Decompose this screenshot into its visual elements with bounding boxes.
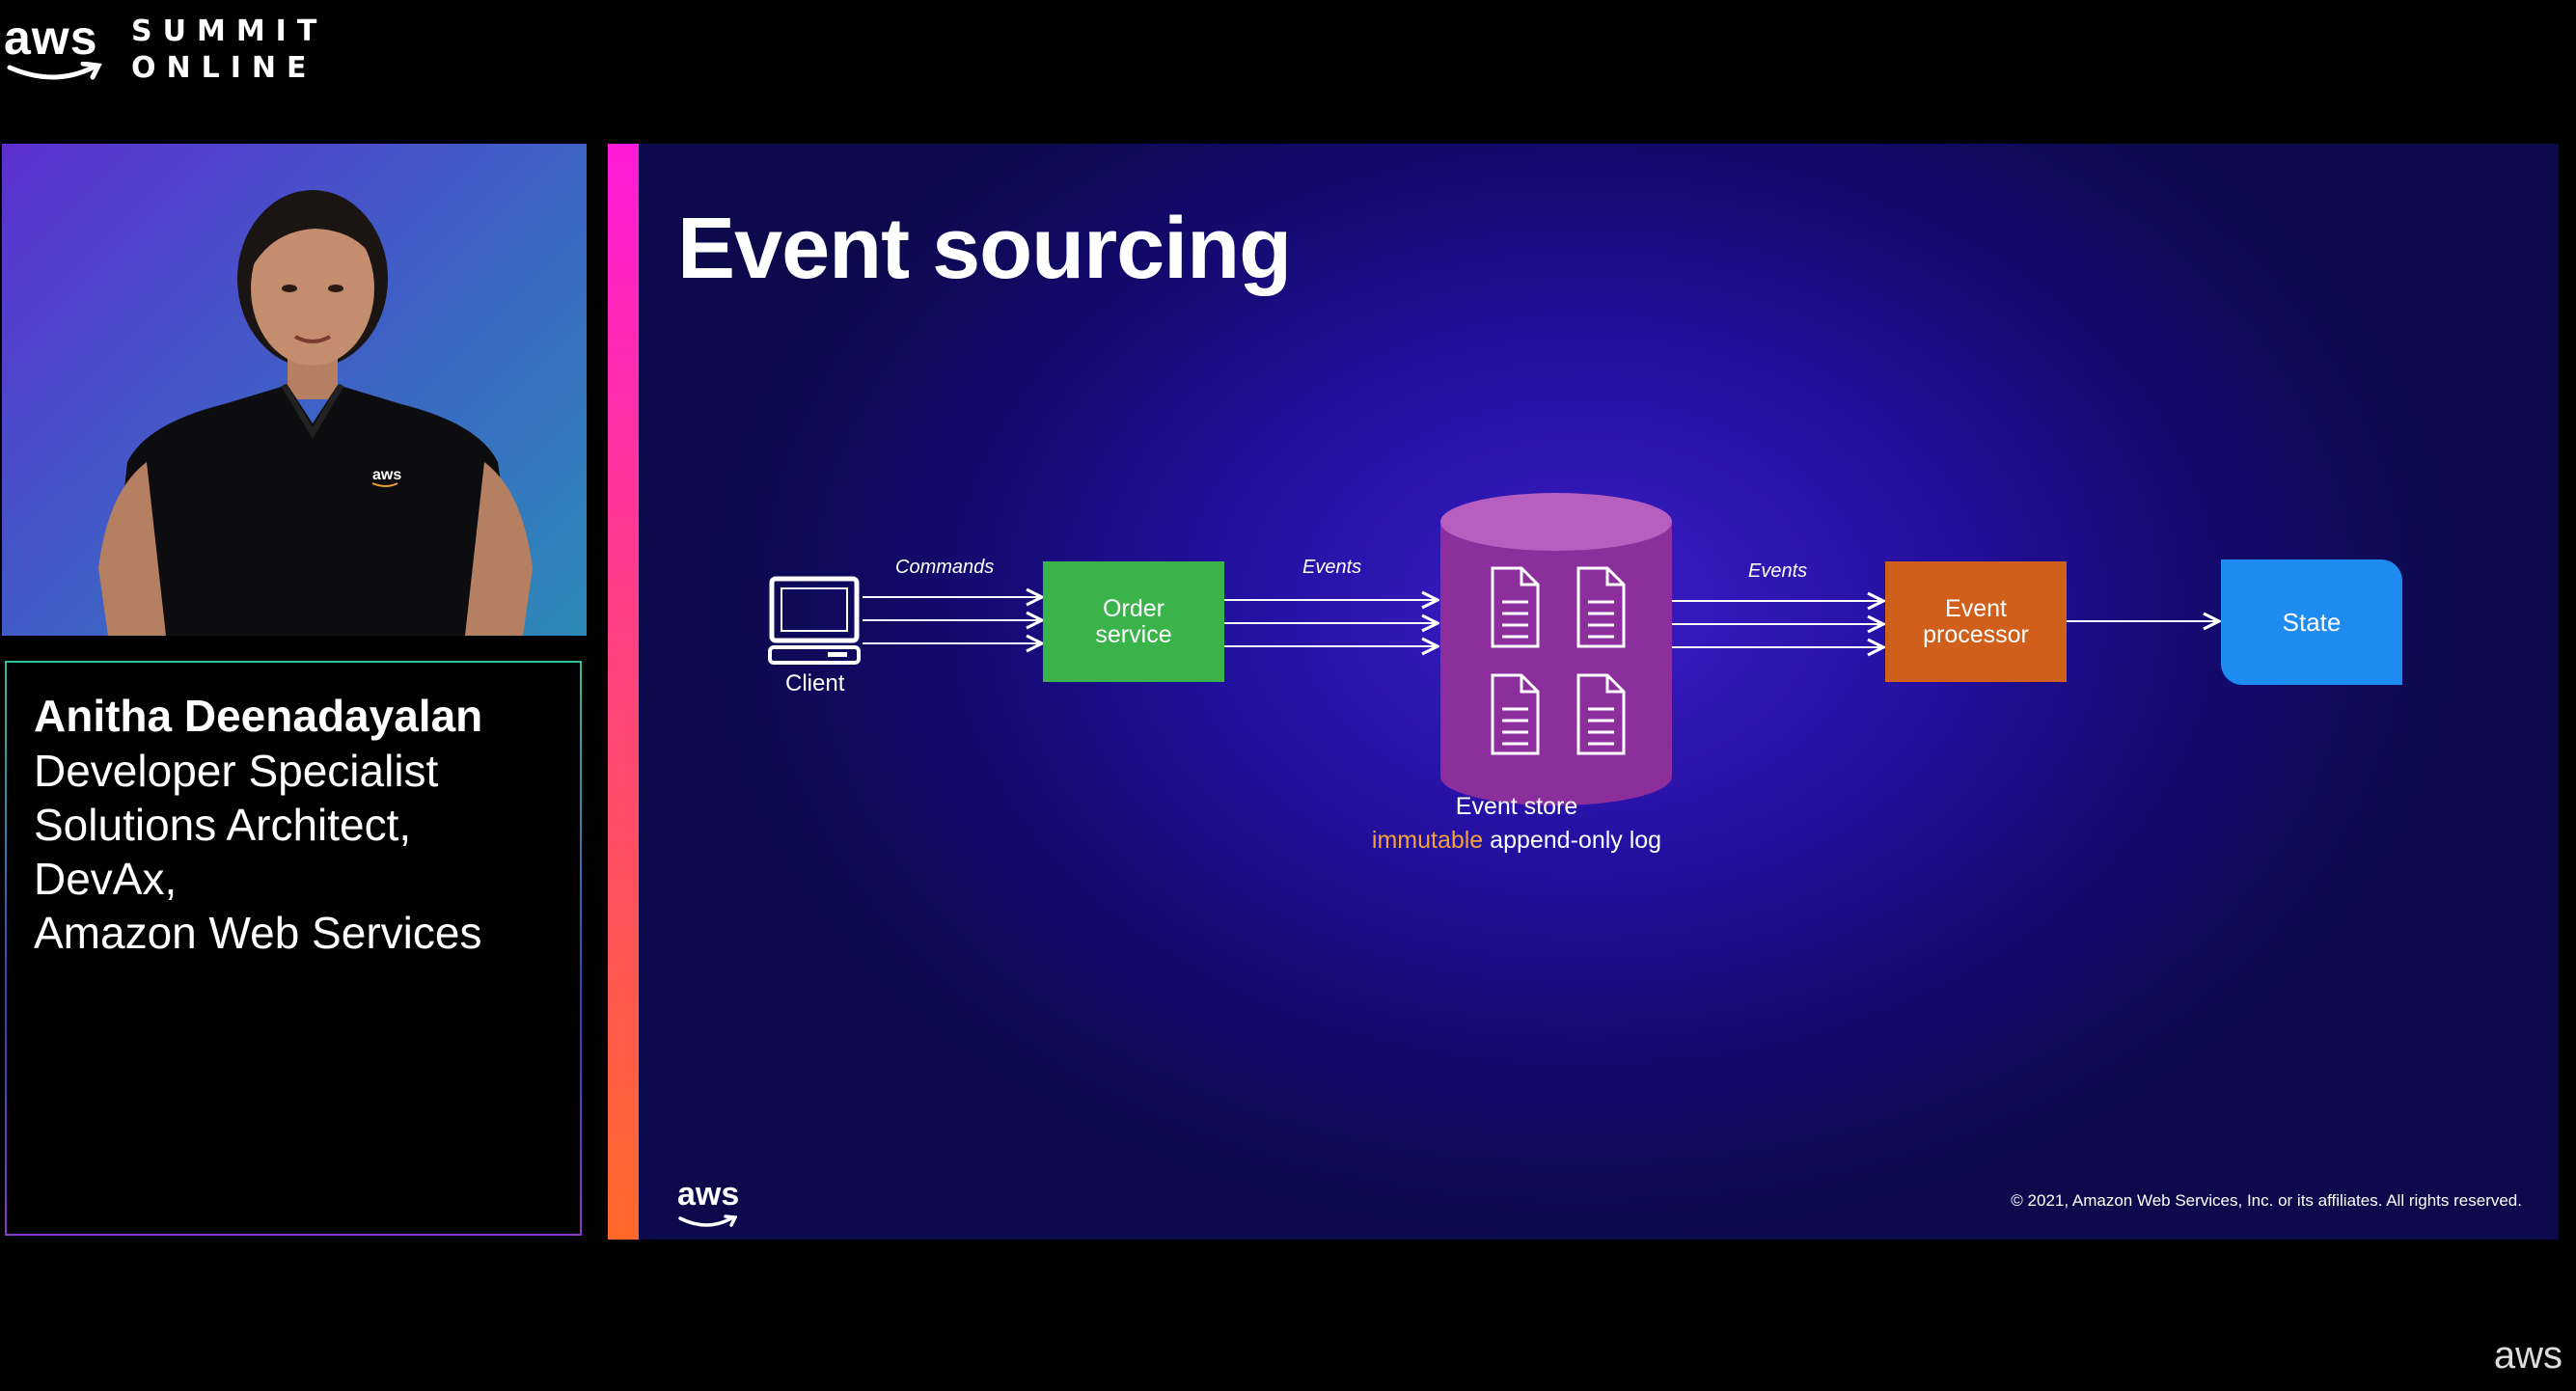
aws-smile-icon	[7, 62, 102, 80]
document-icon	[1491, 673, 1540, 755]
corner-aws-logo: aws	[2494, 1334, 2562, 1377]
order-service-label: service	[1095, 620, 1172, 648]
speaker-video: aws	[2, 144, 587, 636]
immutable-highlight: immutable	[1371, 827, 1484, 854]
speaker-role-line: Developer Specialist	[34, 746, 439, 796]
speaker-role-line: Amazon Web Services	[34, 908, 482, 958]
event-store-cylinder-icon	[1440, 493, 1672, 805]
speaker-role-line: DevAx,	[34, 854, 178, 904]
event-sourcing-diagram	[768, 493, 2559, 805]
summit-online-text: SUMMIT ONLINE	[131, 14, 327, 87]
events-label: Events	[1748, 560, 1808, 582]
slide-title: Event sourcing	[677, 201, 1292, 297]
events-arrows-to-processor	[1672, 601, 1883, 647]
event-store-caption: Event store immutable append-only log	[1314, 790, 1719, 858]
online-text: ONLINE	[131, 51, 317, 85]
document-icon	[1576, 673, 1626, 755]
order-service-box: Order service	[1043, 561, 1224, 682]
summit-text: SUMMIT	[131, 14, 328, 48]
state-box: State	[2221, 559, 2402, 685]
event-processor-label: processor	[1923, 620, 2029, 648]
slide-aws-smile-icon	[678, 1214, 737, 1227]
commands-arrows	[863, 597, 1042, 643]
events-arrows-to-store	[1224, 600, 1438, 646]
event-store-title: Event store	[1455, 793, 1578, 820]
presentation-slide: Event sourcing	[639, 144, 2559, 1240]
append-only-text: append-only log	[1483, 827, 1662, 854]
speaker-role-line: Solutions Architect,	[34, 800, 412, 850]
shirt-logo-text: aws	[372, 467, 401, 483]
event-processor-label: Event	[1945, 594, 2007, 622]
copyright-text: © 2021, Amazon Web Services, Inc. or its…	[2011, 1191, 2522, 1210]
aws-summit-online-logo: aws SUMMIT ONLINE	[0, 10, 316, 85]
speaker-name: Anitha Deenadayalan	[34, 691, 483, 741]
event-store-subtitle: immutable append-only log	[1314, 824, 1719, 858]
slide-aws-logo-text: aws	[677, 1176, 740, 1213]
document-icon	[1576, 566, 1626, 648]
commands-label: Commands	[895, 557, 995, 578]
event-processor-box: Event processor	[1885, 561, 2067, 682]
events-label: Events	[1302, 557, 1362, 578]
slide-accent-bar	[608, 144, 639, 1240]
speaker-figure: aws	[98, 190, 533, 636]
document-icon	[1491, 566, 1540, 648]
speaker-info-card: Anitha Deenadayalan Developer Specialist…	[5, 661, 582, 1236]
state-label: State	[2282, 607, 2342, 637]
client-computer-icon	[768, 576, 861, 665]
document-icons	[1491, 566, 1626, 755]
client-label: Client	[785, 670, 845, 696]
corner-aws-logo-text: aws	[2493, 1334, 2562, 1377]
aws-logo-text: aws	[4, 11, 98, 65]
order-service-label: Order	[1103, 594, 1165, 622]
slide-aws-logo: aws	[677, 1176, 740, 1227]
